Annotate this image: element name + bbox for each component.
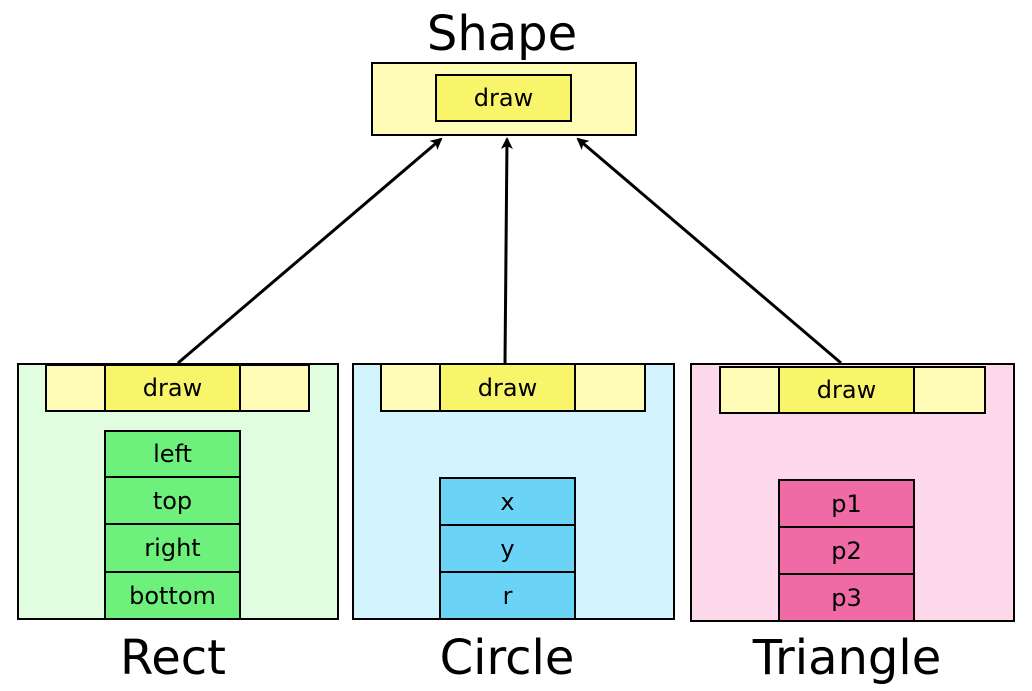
rect-field-left: left — [104, 430, 241, 478]
circle-field-x: x — [439, 477, 576, 526]
triangle-field-p1: p1 — [778, 479, 915, 528]
rect-field-right: right — [104, 523, 241, 573]
rect-title: Rect — [120, 630, 226, 686]
circle-draw-method: draw — [439, 363, 576, 412]
arrow-rect-to-shape — [177, 137, 443, 365]
triangle-title: Triangle — [752, 630, 942, 686]
arrow-circle-to-shape — [500, 137, 513, 364]
rect-field-top: top — [104, 476, 241, 525]
triangle-field-p3: p3 — [778, 573, 915, 622]
rect-draw-method: draw — [104, 364, 241, 412]
triangle-draw-method: draw — [778, 366, 915, 414]
triangle-field-p2: p2 — [778, 526, 915, 575]
rect-field-bottom: bottom — [104, 571, 241, 620]
circle-field-r: r — [439, 571, 576, 620]
circle-field-y: y — [439, 524, 576, 573]
shape-title: Shape — [426, 6, 578, 62]
shape-draw-method: draw — [435, 74, 572, 122]
arrow-triangle-to-shape — [576, 137, 842, 365]
circle-title: Circle — [439, 630, 575, 686]
